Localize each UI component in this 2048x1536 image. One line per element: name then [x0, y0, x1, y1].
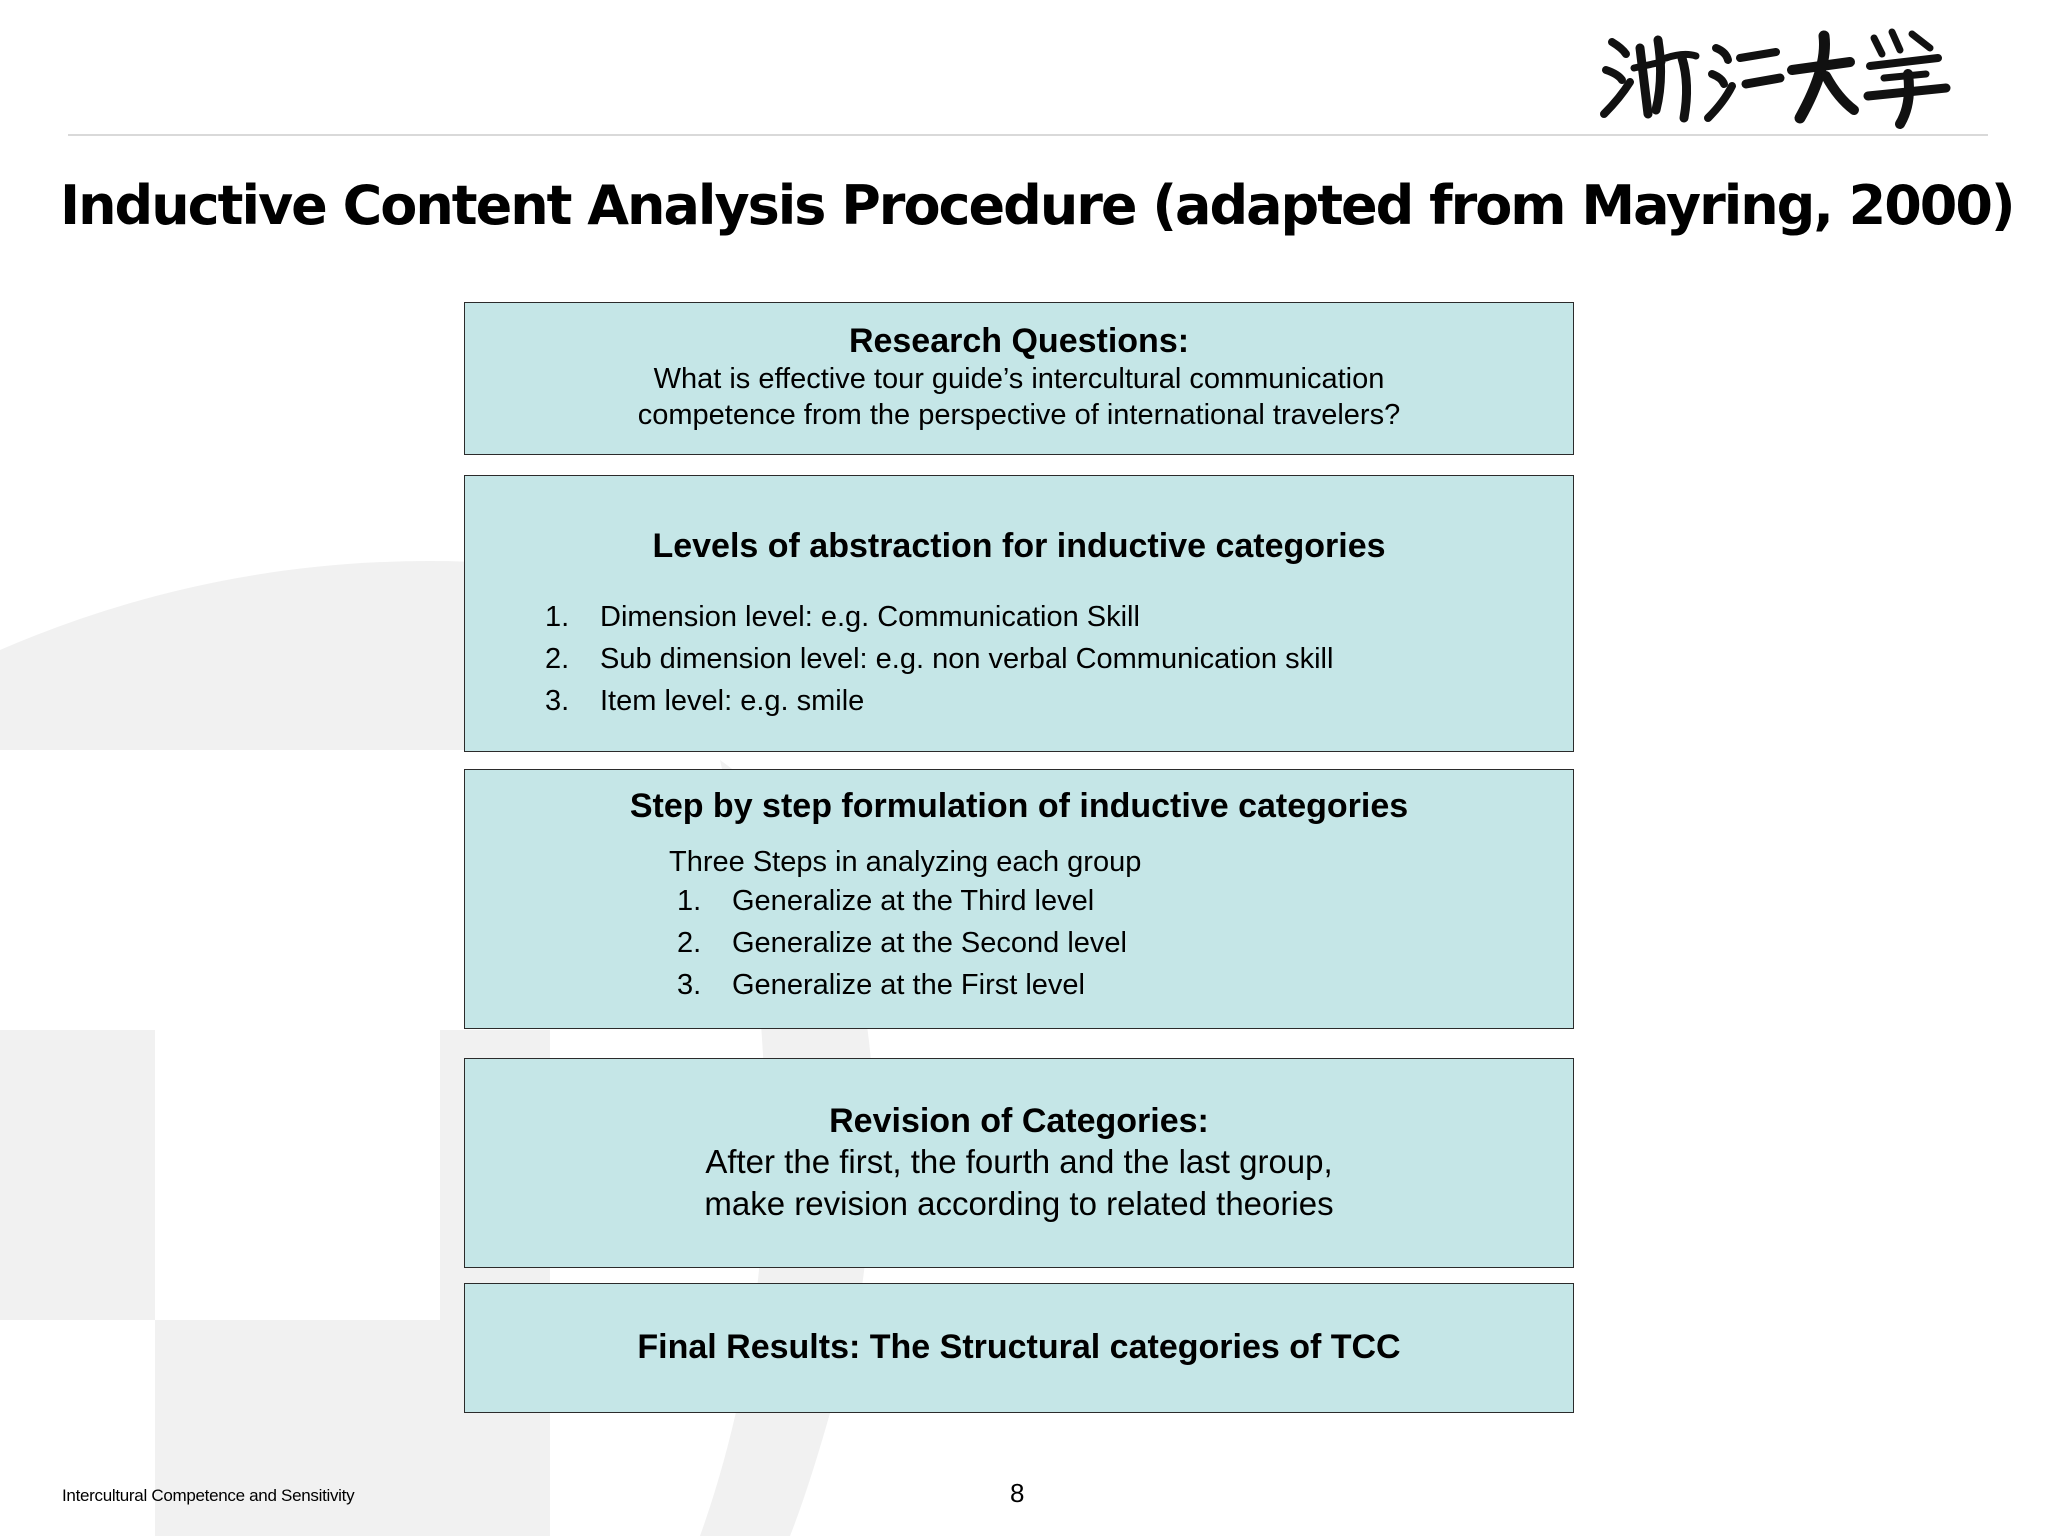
step-by-step-box: Step by step formulation of inductive ca…: [464, 769, 1574, 1029]
steps-list: 1. Generalize at the Third level 2. Gene…: [677, 880, 1573, 1006]
research-questions-line-2: competence from the perspective of inter…: [637, 399, 1401, 431]
list-number: 3.: [677, 969, 702, 1001]
revision-box: Revision of Categories: After the first,…: [464, 1058, 1574, 1268]
list-item: 1. Dimension level: e.g. Communication S…: [545, 596, 1573, 638]
research-questions-title: Research Questions:: [848, 322, 1190, 360]
list-number: 1.: [545, 601, 570, 633]
footer-course-name: Intercultural Competence and Sensitivity: [62, 1486, 355, 1505]
list-text: Sub dimension level: e.g. non verbal Com…: [600, 643, 1334, 675]
list-number: 2.: [545, 643, 570, 675]
list-item: 2. Sub dimension level: e.g. non verbal …: [545, 638, 1573, 680]
list-text: Generalize at the First level: [732, 969, 1085, 1001]
university-logo: [1600, 28, 1951, 129]
revision-text: After the first, the fourth and the last…: [465, 1141, 1573, 1225]
levels-title: Levels of abstraction for inductive cate…: [652, 527, 1386, 565]
page-number: 8: [1010, 1478, 1025, 1508]
levels-list: 1. Dimension level: e.g. Communication S…: [545, 596, 1573, 722]
list-item: 1. Generalize at the Third level: [677, 880, 1573, 922]
final-results-title: Final Results: The Structural categories…: [637, 1328, 1401, 1366]
list-text: Dimension level: e.g. Communication Skil…: [600, 601, 1140, 633]
list-number: 1.: [677, 885, 702, 917]
levels-of-abstraction-box: Levels of abstraction for inductive cate…: [464, 475, 1574, 752]
revision-line-1: After the first, the fourth and the last…: [705, 1143, 1333, 1180]
page-title: Inductive Content Analysis Procedure (ad…: [60, 174, 2016, 237]
list-text: Generalize at the Second level: [732, 927, 1127, 959]
research-questions-line-1: What is effective tour guide’s intercult…: [653, 363, 1385, 395]
list-number: 3.: [545, 685, 570, 717]
revision-title: Revision of Categories:: [829, 1102, 1209, 1140]
research-questions-text: What is effective tour guide’s intercult…: [465, 361, 1573, 433]
list-number: 2.: [677, 927, 702, 959]
list-text: Generalize at the Third level: [732, 885, 1095, 917]
list-item: 3. Generalize at the First level: [677, 964, 1573, 1006]
final-results-box: Final Results: The Structural categories…: [464, 1283, 1574, 1413]
steps-title: Step by step formulation of inductive ca…: [629, 787, 1409, 825]
header-divider: [68, 134, 1988, 136]
steps-intro: Three Steps in analyzing each group: [669, 846, 1142, 878]
list-item: 3. Item level: e.g. smile: [545, 680, 1573, 722]
revision-line-2: make revision according to related theor…: [704, 1185, 1334, 1222]
research-questions-box: Research Questions: What is effective to…: [464, 302, 1574, 455]
list-text: Item level: e.g. smile: [600, 685, 865, 717]
list-item: 2. Generalize at the Second level: [677, 922, 1573, 964]
